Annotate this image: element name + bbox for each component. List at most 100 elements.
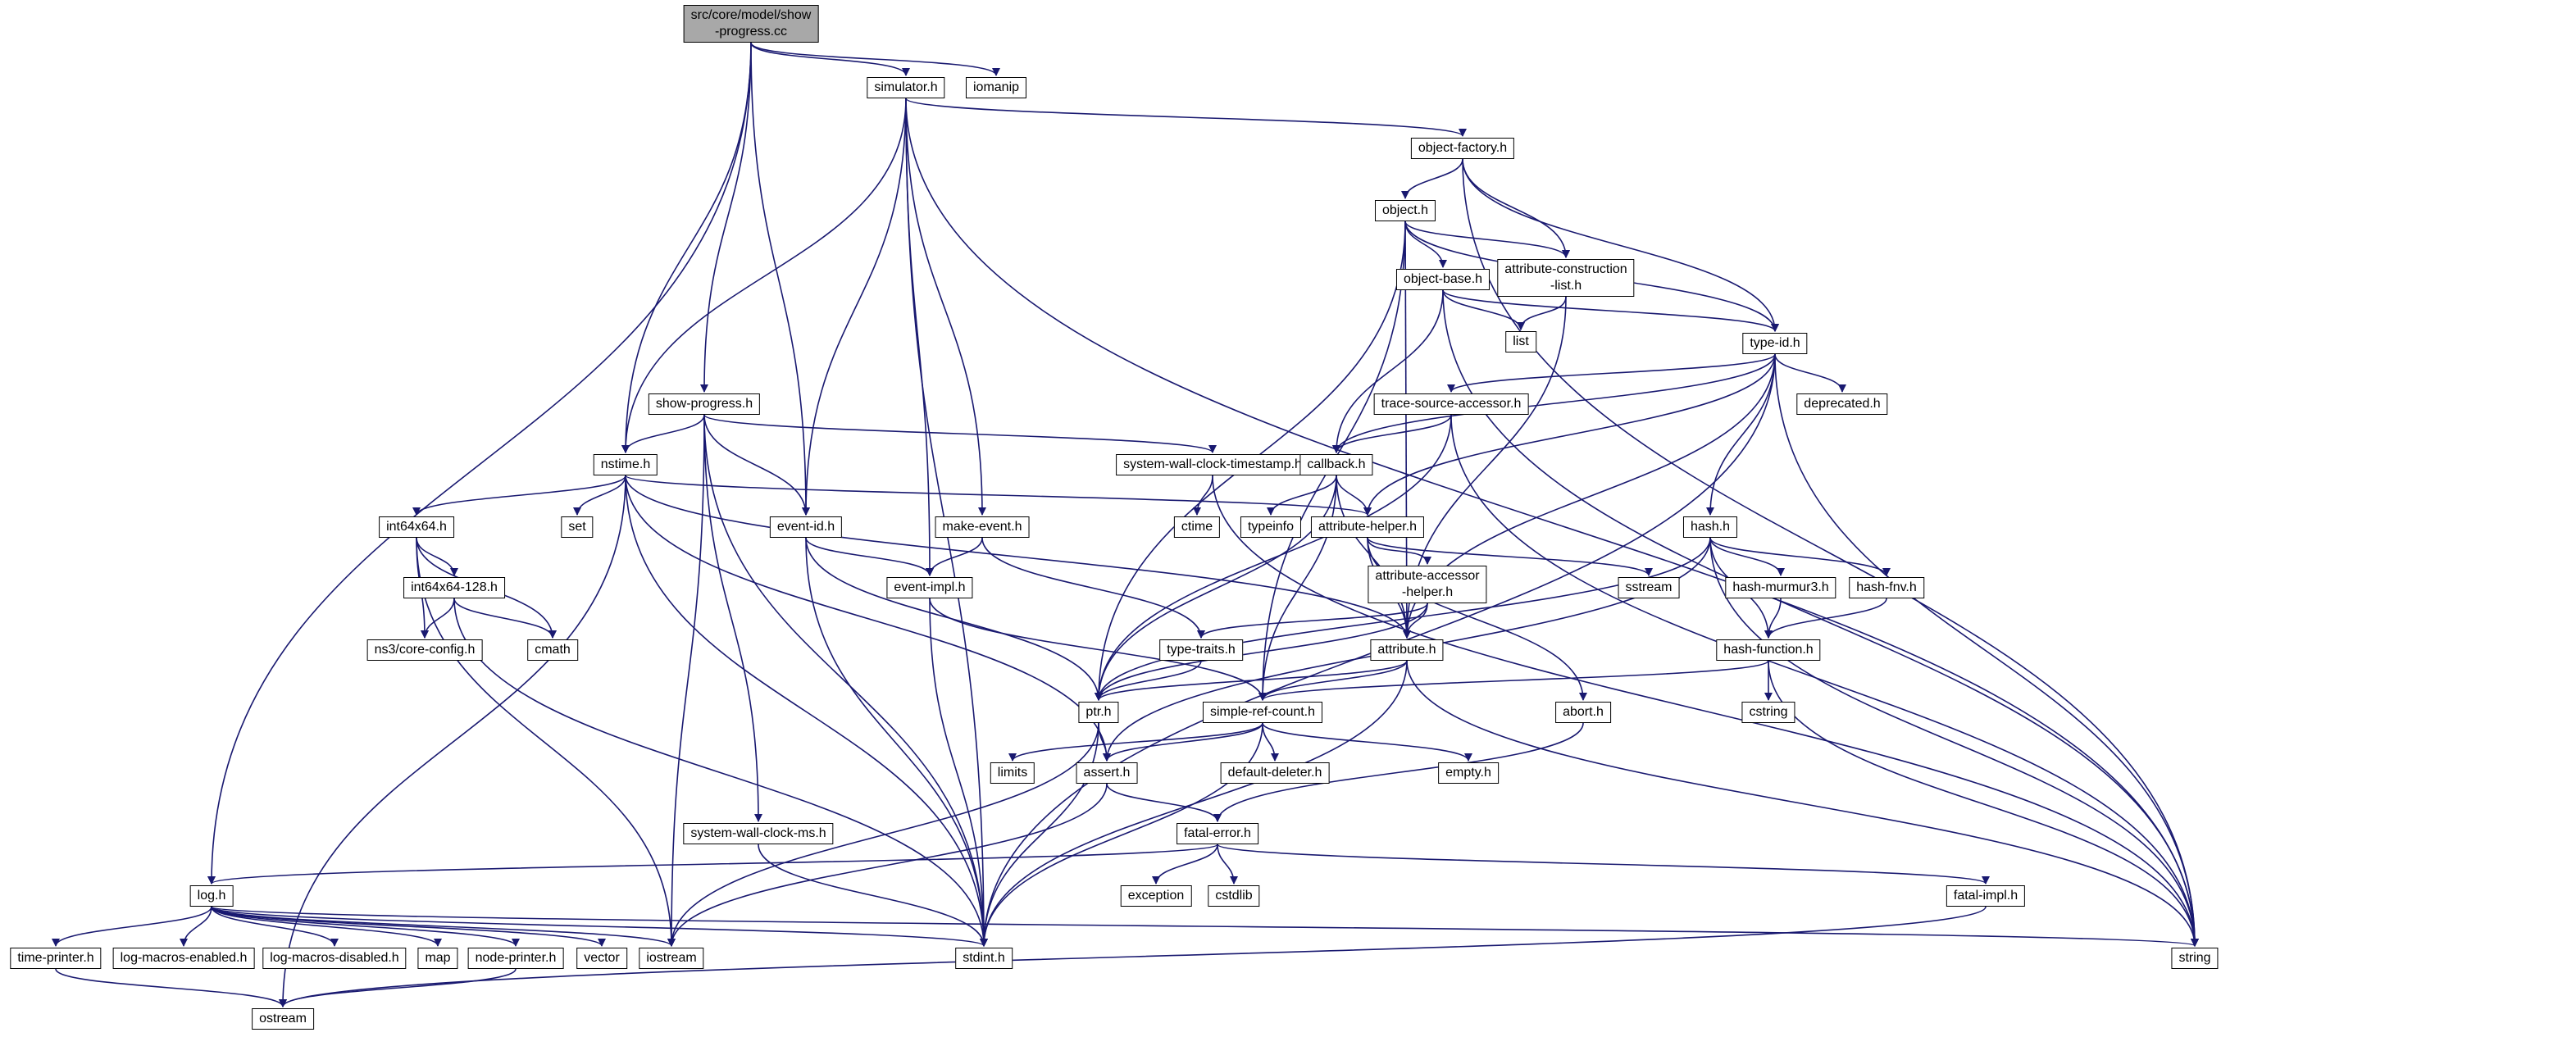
edge-root-showprogress: [700, 42, 752, 393]
edge-hash-string: [1709, 537, 2199, 947]
node-ptr[interactable]: ptr.h: [1078, 702, 1119, 723]
edge-murmur3-hashfunction: [1764, 598, 1782, 639]
node-objfactory[interactable]: object-factory.h: [1410, 138, 1515, 159]
edge-assert-iostream: [667, 783, 1108, 947]
node-objbase[interactable]: object-base.h: [1395, 269, 1491, 290]
edge-typetraits-ptr: [1095, 660, 1202, 701]
node-ctime: ctime: [1173, 516, 1221, 538]
node-object[interactable]: object.h: [1374, 200, 1436, 221]
edge-callback-typeinfo: [1267, 475, 1337, 516]
edge-objfactory-string: [1462, 158, 2199, 947]
edge-root-iomanip: [750, 42, 1000, 76]
node-typeinfo: typeinfo: [1240, 516, 1302, 538]
node-showprogress[interactable]: show-progress.h: [648, 393, 761, 415]
edge-attraccessor-typetraits: [1197, 603, 1428, 639]
edge-attraccessor-ptr: [1095, 603, 1428, 701]
node-eventid[interactable]: event-id.h: [769, 516, 843, 538]
node-attraccessor[interactable]: attribute-accessor -helper.h: [1368, 566, 1487, 603]
node-assert[interactable]: assert.h: [1076, 762, 1138, 784]
edge-showprogress-swcms: [703, 414, 762, 822]
node-callback[interactable]: callback.h: [1299, 454, 1373, 475]
node-defaultdeleter[interactable]: default-deleter.h: [1220, 762, 1330, 784]
node-swcms[interactable]: system-wall-clock-ms.h: [683, 823, 834, 844]
edge-int64x64_128-coreconfig: [421, 598, 455, 639]
node-attribute[interactable]: attribute.h: [1370, 639, 1444, 661]
node-tracesrc[interactable]: trace-source-accessor.h: [1373, 393, 1529, 415]
edge-objfactory-typeid: [1462, 158, 1779, 332]
node-hash[interactable]: hash.h: [1682, 516, 1738, 538]
node-logmacrosdis[interactable]: log-macros-disabled.h: [262, 948, 407, 969]
edge-typeid-callback: [1332, 353, 1776, 453]
edge-attribute-simplerefcount: [1258, 660, 1408, 701]
edge-swcms-stdint: [758, 844, 988, 947]
edge-typeid-attrhelper: [1363, 353, 1776, 516]
node-fnv[interactable]: hash-fnv.h: [1849, 577, 1924, 598]
node-empty[interactable]: empty.h: [1438, 762, 1499, 784]
node-iostream: iostream: [639, 948, 704, 969]
edge-makeevent-typetraits: [981, 537, 1205, 639]
node-murmur3[interactable]: hash-murmur3.h: [1725, 577, 1836, 598]
edge-root-nstime: [621, 42, 752, 453]
node-deprecated[interactable]: deprecated.h: [1796, 393, 1888, 415]
edge-object-attribute: [1402, 221, 1411, 639]
edge-eventid-stdint: [805, 537, 988, 947]
edge-showprogress-swcts: [703, 414, 1217, 453]
node-typetraits[interactable]: type-traits.h: [1159, 639, 1243, 661]
edge-int64x64-int64x64_128: [416, 537, 458, 576]
edge-nstime-set: [573, 475, 626, 516]
node-timeprinter[interactable]: time-printer.h: [10, 948, 102, 969]
node-nstime[interactable]: nstime.h: [593, 454, 658, 475]
edge-log-logmacrosdis: [211, 906, 339, 947]
edge-tracesrc-string: [1450, 414, 2199, 947]
edge-log-timeprinter: [52, 906, 212, 947]
edge-eventid-eventimpl: [805, 537, 934, 576]
edge-tracesrc-callback: [1332, 414, 1452, 453]
edge-callback-ptr: [1095, 475, 1337, 701]
node-coreconfig: ns3/core-config.h: [366, 639, 483, 661]
node-attrhelper[interactable]: attribute-helper.h: [1310, 516, 1425, 538]
edge-swcts-string: [1212, 475, 2199, 947]
edge-fatalerror-log: [207, 844, 1218, 885]
edge-callback-simplerefcount: [1258, 475, 1337, 701]
node-ostream: ostream: [252, 1008, 314, 1030]
node-abort[interactable]: abort.h: [1555, 702, 1611, 723]
node-nodeprinter[interactable]: node-printer.h: [467, 948, 564, 969]
node-eventimpl[interactable]: event-impl.h: [886, 577, 973, 598]
node-logmacrosen[interactable]: log-macros-enabled.h: [112, 948, 255, 969]
node-fatalerror[interactable]: fatal-error.h: [1176, 823, 1258, 844]
node-makeevent[interactable]: make-event.h: [935, 516, 1030, 538]
node-cstdlib: cstdlib: [1208, 885, 1260, 907]
edge-hash-fnv: [1709, 537, 1891, 576]
node-simplerefcount[interactable]: simple-ref-count.h: [1202, 702, 1323, 723]
node-swcts[interactable]: system-wall-clock-timestamp.h: [1116, 454, 1309, 475]
edge-log-nodeprinter: [211, 906, 520, 947]
edge-attribute-ptr: [1095, 660, 1408, 701]
edge-attrhelper-sstream: [1367, 537, 1653, 576]
node-vector: vector: [576, 948, 627, 969]
edge-objbase-typeid: [1442, 289, 1779, 332]
edge-fatalerror-fatalimpl: [1217, 844, 1990, 885]
node-int64x64_128[interactable]: int64x64-128.h: [403, 577, 505, 598]
node-iomanip: iomanip: [965, 77, 1027, 98]
edge-nstime-int64x64: [412, 475, 626, 516]
edge-log-string: [211, 906, 2199, 947]
edge-log-stdint: [211, 906, 988, 947]
node-log[interactable]: log.h: [189, 885, 234, 907]
edge-fnv-hashfunction: [1764, 598, 1887, 639]
node-int64x64[interactable]: int64x64.h: [379, 516, 454, 538]
edge-root-eventid: [750, 42, 810, 516]
edge-hash-ptr: [1095, 537, 1711, 701]
node-attrconlist[interactable]: attribute-construction -list.h: [1497, 259, 1635, 297]
node-hashfunction[interactable]: hash-function.h: [1716, 639, 1821, 661]
node-typeid[interactable]: type-id.h: [1742, 333, 1808, 354]
node-simulator[interactable]: simulator.h: [867, 77, 945, 98]
edge-simulator-string: [905, 98, 2199, 947]
edge-objbase-string: [1442, 289, 2199, 947]
edge-tracesrc-ptr: [1095, 414, 1452, 701]
edge-hash-murmur3: [1709, 537, 1785, 576]
node-fatalimpl[interactable]: fatal-impl.h: [1946, 885, 2026, 907]
edge-int64x64-iostream: [416, 537, 676, 947]
node-sstream: sstream: [1618, 577, 1680, 598]
